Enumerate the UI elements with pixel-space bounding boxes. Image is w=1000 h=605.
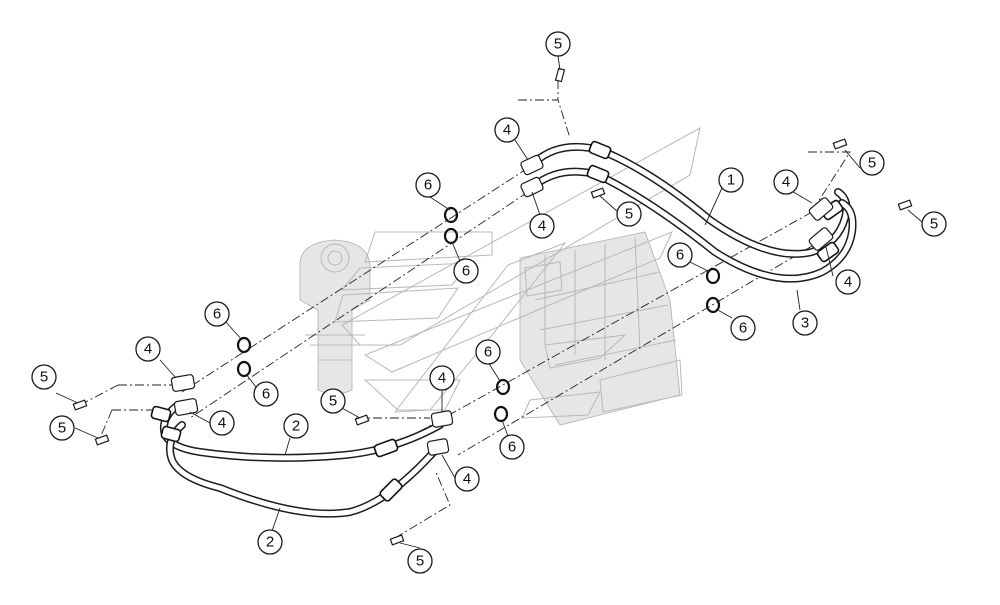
callout-5-bottom: 5 — [407, 548, 433, 574]
svg-text:5: 5 — [58, 420, 66, 437]
callout-5-center: 5 — [320, 388, 346, 414]
callout-2-lower: 2 — [257, 529, 283, 555]
callout-2-upper: 2 — [283, 413, 309, 439]
bolts — [72, 67, 913, 546]
callout-6-left-b: 6 — [253, 381, 279, 407]
svg-text:4: 4 — [438, 370, 446, 387]
svg-text:5: 5 — [868, 155, 876, 172]
svg-text:3: 3 — [801, 315, 809, 332]
svg-text:6: 6 — [424, 177, 432, 194]
hose-sleeves — [150, 140, 844, 502]
callout-5-upper-mid: 5 — [616, 201, 642, 227]
svg-text:6: 6 — [484, 344, 492, 361]
svg-text:4: 4 — [782, 174, 790, 191]
svg-text:5: 5 — [930, 216, 938, 233]
callout-5-right-a: 5 — [859, 150, 885, 176]
svg-text:4: 4 — [538, 218, 546, 235]
svg-text:2: 2 — [292, 418, 300, 435]
callout-5-left-a: 5 — [31, 364, 57, 390]
callout-4-right-b: 4 — [835, 269, 861, 295]
ghost-control-valve — [519, 231, 683, 426]
svg-text:4: 4 — [218, 415, 226, 432]
svg-text:5: 5 — [554, 36, 562, 53]
svg-text:6: 6 — [213, 306, 221, 323]
callout-6-top-a: 6 — [415, 172, 441, 198]
callout-6-top-b: 6 — [453, 258, 479, 284]
o-rings — [236, 206, 721, 423]
callout-6-left-a: 6 — [204, 301, 230, 327]
callout-5-right-b: 5 — [921, 211, 947, 237]
svg-text:5: 5 — [329, 393, 337, 410]
svg-text:6: 6 — [462, 263, 470, 280]
callout-4-center-a: 4 — [429, 365, 455, 391]
svg-text:2: 2 — [266, 534, 274, 551]
callout-6-center-b: 6 — [499, 434, 525, 460]
flange-halves — [170, 154, 834, 456]
leader-lines — [55, 55, 923, 549]
svg-text:4: 4 — [463, 471, 471, 488]
callout-4-top-b: 4 — [529, 213, 555, 239]
svg-text:6: 6 — [739, 320, 747, 337]
callout-4-left-a: 4 — [135, 336, 161, 362]
callout-4-center-b: 4 — [454, 466, 480, 492]
svg-text:4: 4 — [503, 122, 511, 139]
callout-6-right-a: 6 — [667, 242, 693, 268]
callout-3: 3 — [792, 310, 818, 336]
ghost-pump-assembly — [299, 239, 371, 395]
svg-text:4: 4 — [844, 274, 852, 291]
svg-text:6: 6 — [508, 439, 516, 456]
callout-1: 1 — [718, 167, 744, 193]
svg-text:5: 5 — [416, 553, 424, 570]
svg-text:6: 6 — [676, 247, 684, 264]
callout-4-top-a: 4 — [494, 117, 520, 143]
svg-text:1: 1 — [727, 172, 735, 189]
assembly-centerlines — [79, 80, 851, 539]
svg-text:5: 5 — [625, 206, 633, 223]
callout-6-center-a: 6 — [475, 339, 501, 365]
svg-text:4: 4 — [144, 341, 152, 358]
ghost-frame-plates — [334, 127, 701, 419]
svg-text:6: 6 — [262, 386, 270, 403]
callout-5-left-b: 5 — [49, 415, 75, 441]
callout-4-right-a: 4 — [773, 169, 799, 195]
callout-4-left-b: 4 — [209, 410, 235, 436]
callout-5-top: 5 — [545, 31, 571, 57]
callout-6-right-b: 6 — [730, 315, 756, 341]
hose-2-lower — [166, 421, 444, 518]
svg-text:5: 5 — [40, 369, 48, 386]
